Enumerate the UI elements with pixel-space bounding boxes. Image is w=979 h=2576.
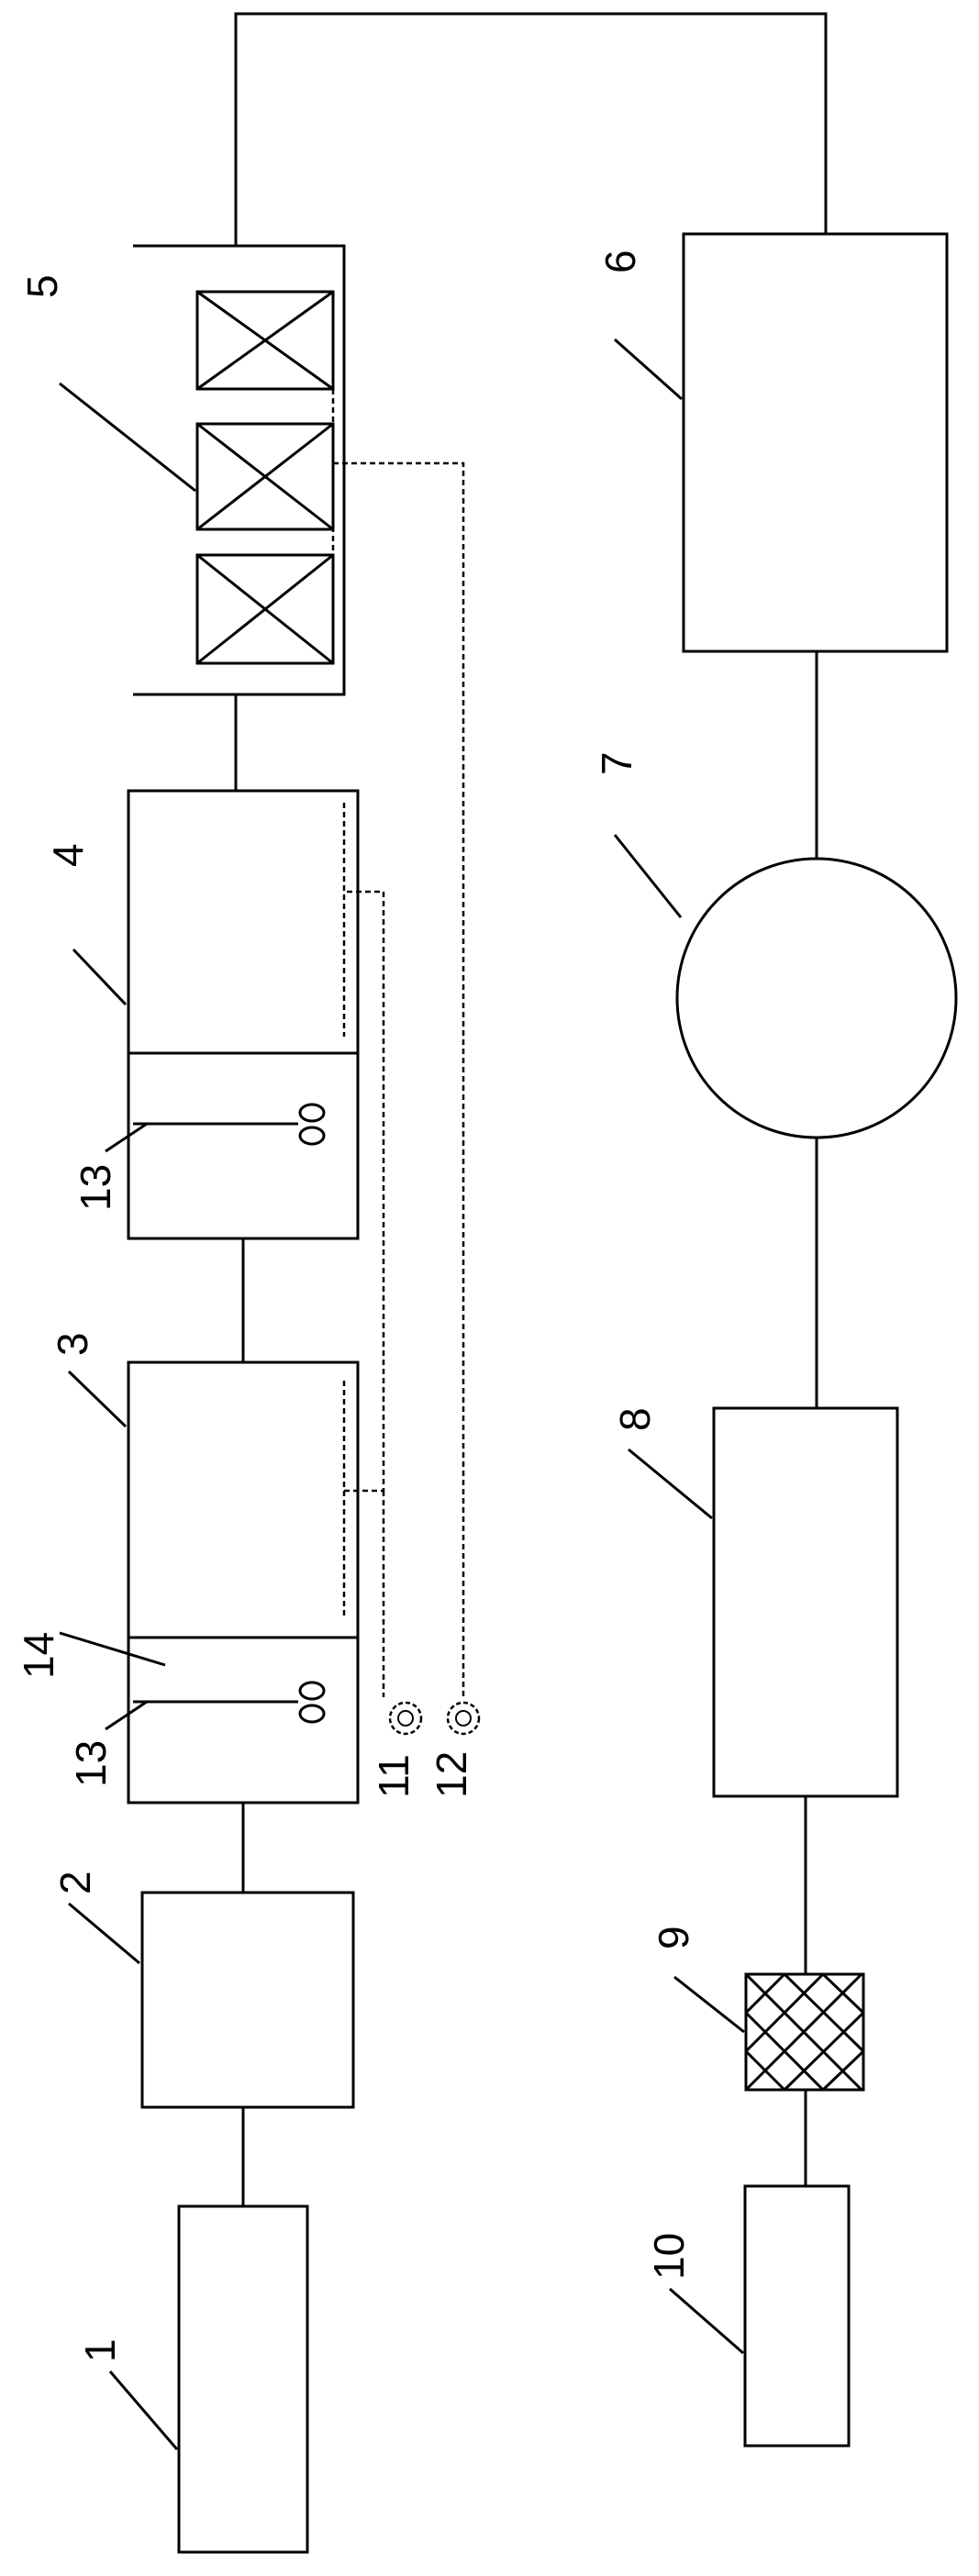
label-1: 1 [76, 2338, 124, 2362]
leader-6 [614, 338, 683, 401]
component-4-box [127, 789, 360, 1240]
filter-cell-1-cross-b [196, 290, 334, 391]
air-line-12 [333, 461, 465, 1697]
mesh-line-10 [821, 1972, 865, 2015]
filter-cell-3-cross-b [196, 553, 334, 665]
mesh-line-6 [744, 2049, 786, 2092]
leader-13b [105, 1700, 148, 1731]
label-2: 2 [51, 1871, 99, 1894]
leader-9 [673, 1975, 745, 2034]
leader-13a [105, 1122, 148, 1153]
leader-5 [59, 382, 196, 493]
agitator-blade-4a [298, 1103, 326, 1123]
component-2-box [140, 1891, 355, 2109]
mesh-line-8 [744, 1972, 863, 2092]
component-10-box [743, 2184, 851, 2448]
label-6: 6 [596, 250, 644, 273]
agitator-blade-4b [298, 1126, 326, 1146]
component-7-circle [675, 857, 958, 1139]
leader-2 [68, 1902, 140, 1965]
label-13b: 13 [67, 1740, 115, 1787]
filter-cell-2-cross-b [196, 422, 334, 531]
mesh-line-9 [783, 1972, 865, 2053]
agitator-blade-3b [298, 1704, 326, 1724]
mesh-line-7 [744, 2011, 825, 2092]
blower-11-icon [388, 1701, 423, 1736]
component-5-frame [133, 244, 346, 696]
label-14: 14 [15, 1632, 62, 1679]
label-9: 9 [650, 1926, 697, 1949]
air-line-11 [344, 890, 385, 1493]
leader-4 [72, 948, 128, 1006]
component-9-mesh [744, 1972, 865, 2092]
label-10: 10 [645, 2233, 693, 2280]
label-7: 7 [593, 751, 640, 775]
component-6-box [682, 232, 949, 653]
label-13a: 13 [72, 1164, 119, 1211]
blower-12-icon [446, 1701, 481, 1736]
label-8: 8 [611, 1407, 659, 1431]
leader-3 [67, 1370, 128, 1428]
connector-5-6 [234, 12, 828, 246]
component-8-box [712, 1406, 899, 1798]
component-1-box [177, 2204, 309, 2554]
component-3 [127, 1360, 360, 1804]
component-3-box [127, 1360, 360, 1804]
leader-8 [628, 1448, 713, 1520]
component-4 [127, 789, 360, 1240]
leader-7 [613, 834, 683, 918]
leader-10 [669, 2287, 744, 2355]
leader-1 [108, 2371, 179, 2450]
label-11: 11 [370, 1754, 417, 1798]
label-5: 5 [18, 274, 66, 298]
label-3: 3 [49, 1332, 96, 1356]
label-12: 12 [428, 1751, 475, 1798]
label-4: 4 [44, 843, 92, 867]
leader-14 [59, 1631, 166, 1667]
agitator-blade-3a [298, 1681, 326, 1701]
component-5 [133, 244, 346, 696]
